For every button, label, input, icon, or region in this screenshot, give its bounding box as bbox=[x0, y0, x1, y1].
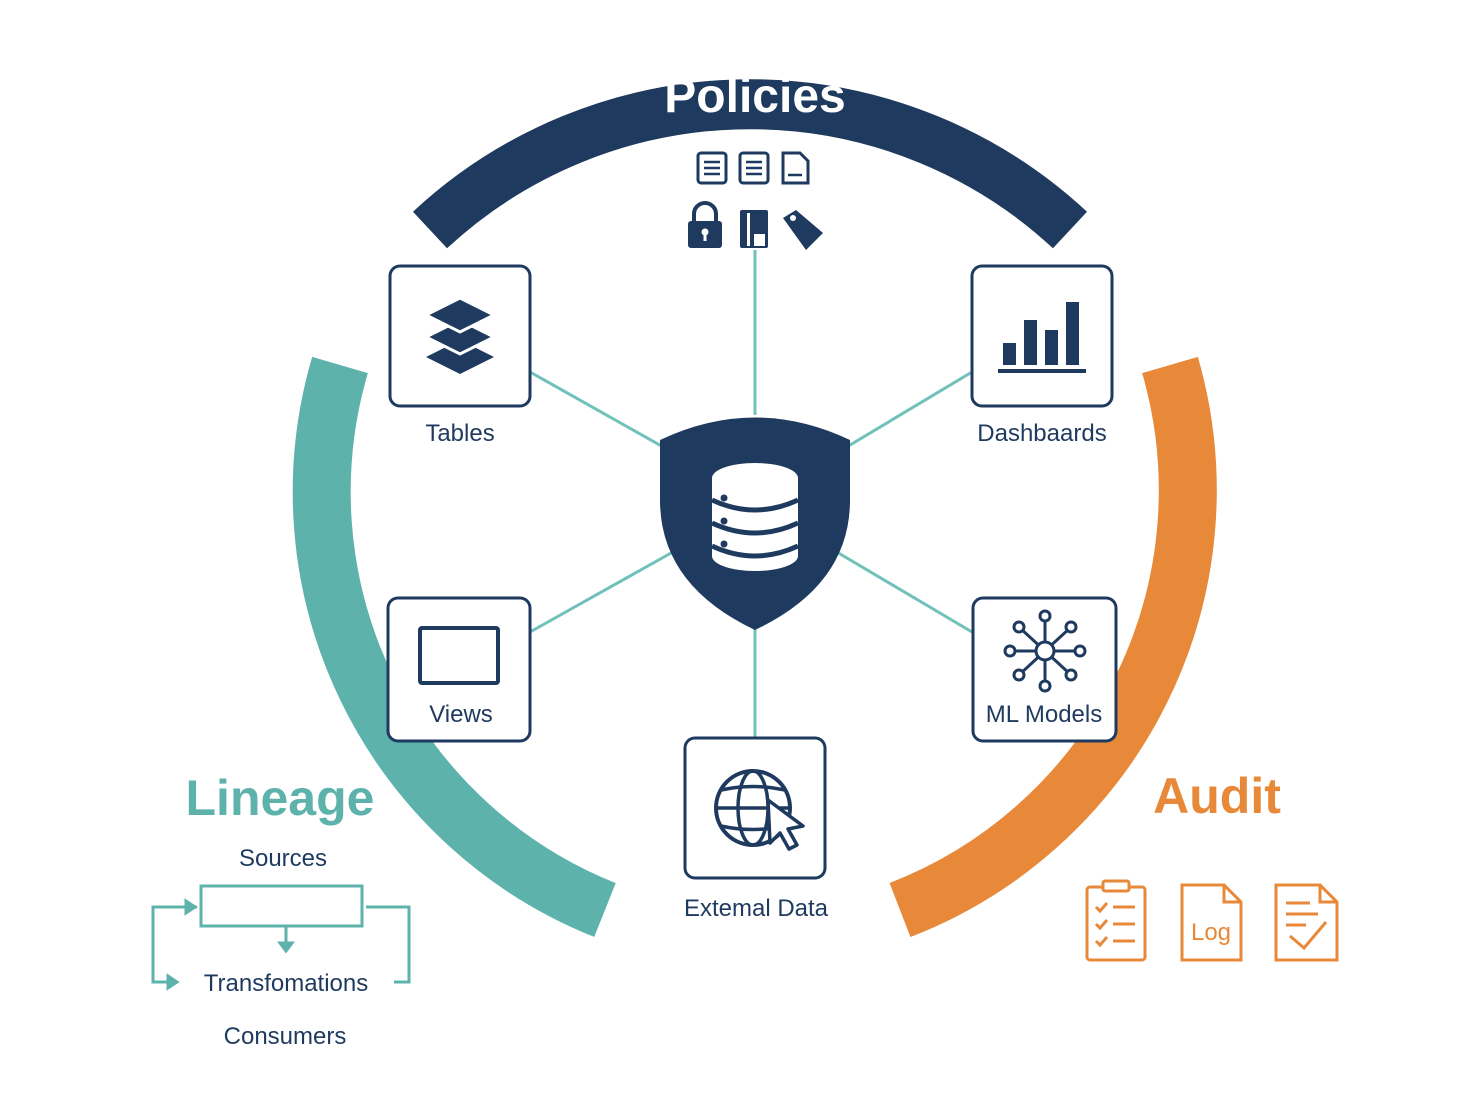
spoke-ml-models bbox=[829, 546, 973, 634]
spoke-tables bbox=[529, 370, 666, 450]
neural-network-icon bbox=[1003, 609, 1087, 693]
spoke-dashboards bbox=[844, 370, 973, 450]
node-views[interactable]: Views bbox=[386, 596, 532, 743]
database-icon bbox=[710, 463, 800, 571]
lineage-flow-diagram bbox=[151, 884, 411, 991]
log-file-icon: Log bbox=[1180, 883, 1243, 962]
checklist-clipboard-icon bbox=[1085, 879, 1147, 962]
approved-document-icon bbox=[1274, 883, 1339, 962]
dashboards-label: Dashbaards bbox=[977, 420, 1106, 447]
bar-chart-icon bbox=[998, 302, 1086, 373]
ml-models-label: ML Models bbox=[986, 701, 1102, 728]
node-tables[interactable]: Tables bbox=[388, 264, 532, 447]
lineage-consumers-label: Consumers bbox=[224, 1023, 347, 1050]
audit-arc bbox=[889, 356, 1217, 938]
globe-cursor-icon bbox=[714, 769, 805, 851]
lineage-title: Lineage bbox=[186, 770, 375, 826]
external-data-label: Extemal Data bbox=[684, 895, 829, 922]
file-icon bbox=[781, 151, 810, 185]
lineage-sources-label: Sources bbox=[239, 845, 327, 872]
spoke-views bbox=[529, 546, 681, 634]
lock-icon bbox=[688, 201, 722, 248]
policy-list-icon bbox=[738, 151, 770, 185]
audit-title: Audit bbox=[1153, 768, 1281, 824]
node-dashboards[interactable]: Dashbaards bbox=[970, 264, 1114, 447]
policies-title: Policies bbox=[664, 70, 845, 123]
tables-label: Tables bbox=[425, 420, 494, 447]
central-data-shield bbox=[660, 417, 850, 630]
layers-icon bbox=[422, 296, 498, 374]
window-icon bbox=[418, 626, 500, 685]
log-icon-text: Log bbox=[1191, 919, 1231, 946]
views-label: Views bbox=[429, 701, 493, 728]
book-icon bbox=[740, 210, 768, 248]
node-ml-models[interactable]: ML Models bbox=[971, 596, 1118, 743]
policies-arc bbox=[412, 79, 1088, 249]
node-external-data[interactable]: Extemal Data bbox=[683, 736, 829, 922]
lineage-arc bbox=[292, 356, 616, 937]
lineage-transformations-label: Transfomations bbox=[204, 970, 369, 997]
policy-document-icon bbox=[696, 151, 728, 185]
tag-icon bbox=[783, 210, 823, 250]
